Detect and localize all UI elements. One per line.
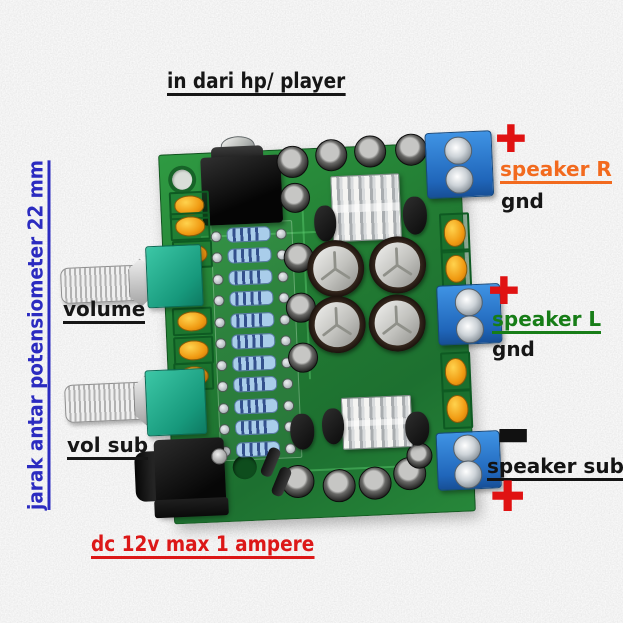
large-electrolytic-capacitor (307, 294, 367, 355)
dc-jack-pin (210, 448, 228, 465)
input-source-label: in dari hp/ player (167, 70, 346, 97)
small-capacitor (321, 468, 357, 503)
resistor (228, 268, 273, 286)
mounting-hole (232, 454, 258, 480)
terminal-screw (444, 165, 475, 195)
small-capacitor (279, 182, 311, 214)
sub-pot-shaft (64, 381, 145, 424)
large-electrolytic-capacitor (367, 235, 428, 295)
terminal-screw (454, 287, 484, 317)
small-capacitor (287, 341, 319, 374)
terminal-screw (452, 433, 482, 464)
transistor (321, 407, 345, 445)
transistor (404, 411, 431, 447)
power-spec-label: dc 12v max 1 ampere (91, 533, 315, 560)
orange-capacitor (169, 211, 211, 242)
small-capacitor (275, 145, 310, 179)
audio-input-jack (200, 154, 284, 226)
volume-potentiometer (145, 243, 204, 309)
terminal-screw (455, 314, 485, 344)
terminal-screw (443, 136, 473, 166)
sub-potentiometer (144, 367, 208, 437)
gnd-label: gnd (501, 189, 544, 213)
plus-icon: ✚ (495, 117, 527, 161)
vol-sub-label: vol sub (67, 435, 149, 460)
speaker-sub-label: speaker sub (487, 456, 623, 481)
orange-capacitor (171, 306, 213, 337)
small-capacitor (353, 134, 387, 169)
orange-capacitor (441, 388, 474, 430)
dc-jack-base (154, 497, 229, 519)
mounting-hole (171, 169, 193, 191)
resistor (230, 332, 276, 350)
resistor (226, 225, 271, 243)
orange-capacitor (438, 212, 471, 254)
speaker-l-label: speaker L (492, 309, 602, 334)
transistor (402, 196, 428, 236)
resistor (232, 375, 278, 393)
terminal-screw (453, 459, 483, 490)
small-capacitor (314, 138, 348, 172)
gnd-label: gnd (492, 337, 535, 361)
speaker-r-terminal (424, 130, 495, 200)
orange-capacitor (440, 248, 473, 290)
large-electrolytic-capacitor (367, 293, 427, 353)
orange-capacitor (439, 351, 472, 393)
resistor (231, 354, 277, 372)
amplifier-pcb (59, 130, 503, 525)
transistor (289, 413, 316, 451)
small-capacitor (394, 133, 428, 167)
plus-icon: ✚ (488, 269, 520, 313)
heatsink (330, 173, 402, 243)
speaker-r-label: speaker R (500, 159, 612, 184)
resistor (227, 246, 272, 264)
large-electrolytic-capacitor (305, 238, 366, 299)
pot-distance-label: jarak antar potensiometer 22 mm (24, 160, 51, 510)
heatsink (340, 394, 414, 450)
minus-icon: ▬ (496, 413, 531, 454)
small-capacitor (357, 465, 393, 501)
resistor (233, 397, 279, 415)
resistor (229, 289, 274, 307)
volume-label: volume (63, 299, 146, 324)
plus-icon: ✚ (490, 472, 526, 521)
resistor (234, 418, 280, 436)
resistor (230, 311, 275, 329)
